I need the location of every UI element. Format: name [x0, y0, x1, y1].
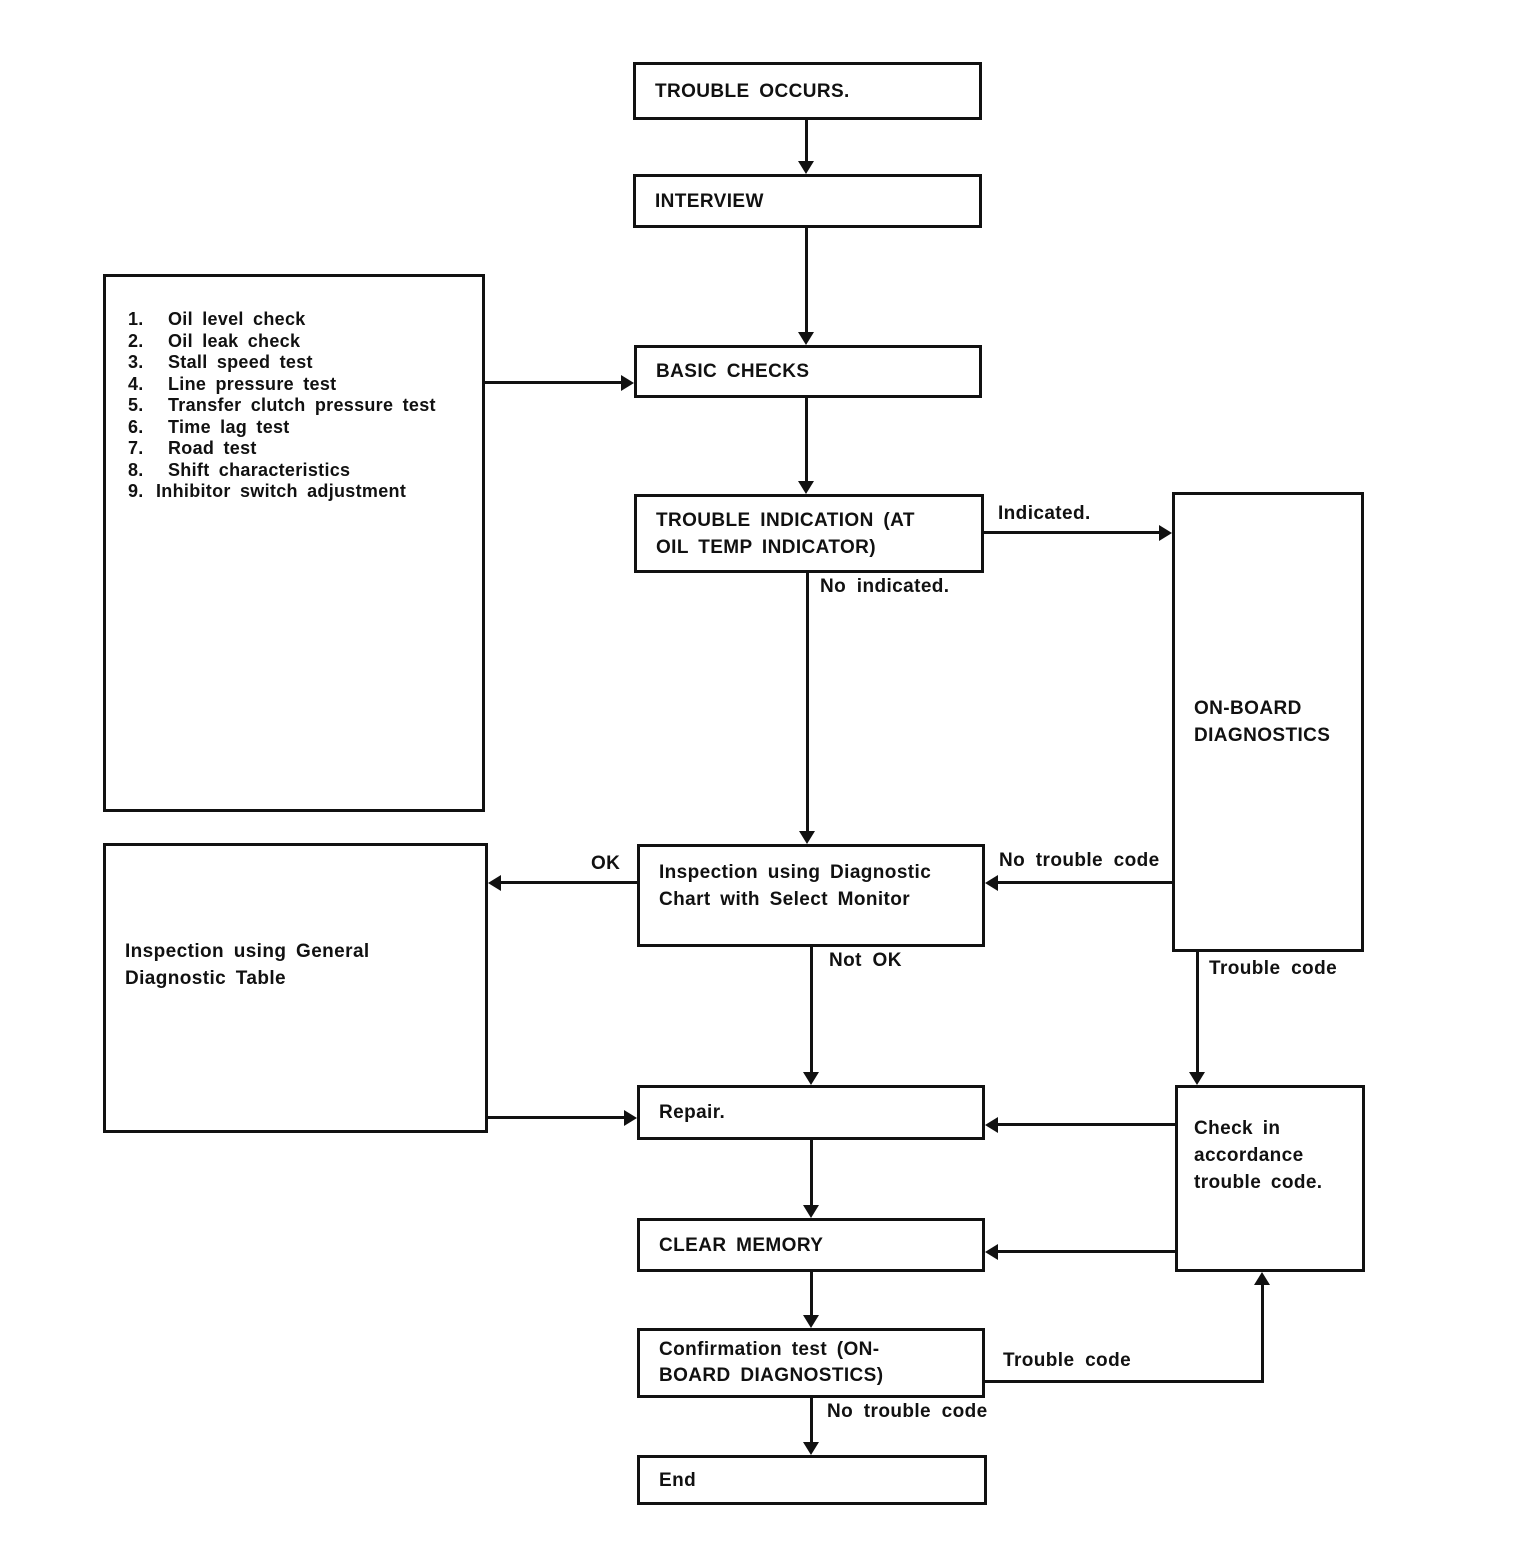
- node-repair: Repair.: [637, 1085, 985, 1140]
- edge-trouble-code-loop-v: [1261, 1283, 1264, 1383]
- arrow-down-icon: [798, 332, 814, 345]
- edge-not-ok: [810, 947, 813, 1074]
- edge-label-trouble-code-right: Trouble code: [1209, 958, 1338, 979]
- arrow-down-icon: [1189, 1072, 1205, 1085]
- node-confirmation-test: Confirmation test (ON-BOARD DIAGNOSTICS): [637, 1328, 985, 1398]
- arrow-down-icon: [803, 1072, 819, 1085]
- arrow-right-icon: [624, 1110, 637, 1126]
- edge-no-trouble-code-upper: [996, 881, 1172, 884]
- edge-label-indicated: Indicated.: [998, 503, 1091, 524]
- node-check-accordance-trouble-code: Check in accordance trouble code.: [1175, 1085, 1365, 1272]
- arrow-right-icon: [1159, 525, 1172, 541]
- edge-interview-to-basic-checks: [805, 228, 808, 334]
- node-onboard-diagnostics: ON-BOARD DIAGNOSTICS: [1172, 492, 1364, 952]
- list-item: 8. Shift characteristics: [128, 460, 474, 482]
- edge-general-to-repair: [488, 1116, 626, 1119]
- arrow-down-icon: [799, 831, 815, 844]
- list-item-label: Oil level check: [168, 309, 306, 329]
- list-item-number: 7.: [128, 438, 144, 458]
- list-item-number: 5.: [128, 395, 144, 415]
- node-inspection-general-table: Inspection using General Diagnostic Tabl…: [103, 843, 488, 1133]
- edge-indicated: [984, 531, 1162, 534]
- list-item-label: Oil leak check: [168, 330, 301, 351]
- node-basic-checks: BASIC CHECKS: [634, 345, 982, 398]
- edge-check-to-clear-memory: [996, 1250, 1175, 1253]
- list-item: 2. Oil leak check: [128, 331, 474, 353]
- node-clear-memory: CLEAR MEMORY: [637, 1218, 985, 1272]
- node-trouble-indication: TROUBLE INDICATION (AT OIL TEMP INDICATO…: [634, 494, 984, 573]
- arrow-down-icon: [803, 1442, 819, 1455]
- list-item-label: Stall speed test: [168, 352, 313, 372]
- edge-no-indicated: [806, 573, 809, 833]
- list-item: 9. Inhibitor switch adjustment: [128, 481, 474, 503]
- list-item-number: 6.: [128, 416, 144, 437]
- list-item-number: 1.: [128, 309, 144, 329]
- arrow-up-icon: [1254, 1272, 1270, 1285]
- list-item-number: 4.: [128, 373, 144, 394]
- list-item: 1. Oil level check: [128, 309, 474, 331]
- edge-repair-to-clear-memory: [810, 1140, 813, 1207]
- list-item-label: Shift characteristics: [168, 459, 351, 480]
- edge-label-ok: OK: [591, 853, 621, 874]
- arrow-left-icon: [985, 1244, 998, 1260]
- edge-check-to-repair: [996, 1123, 1175, 1126]
- list-item-label: Road test: [168, 438, 257, 458]
- edge-trouble-code-loop-h: [985, 1380, 1264, 1383]
- arrow-down-icon: [803, 1315, 819, 1328]
- node-inspection-select-monitor: Inspection using Diagnostic Chart with S…: [637, 844, 985, 947]
- list-item-label: Inhibitor switch adjustment: [156, 481, 407, 501]
- edge-list-to-basic-checks: [485, 381, 625, 384]
- arrow-left-icon: [488, 875, 501, 891]
- list-item-label: Line pressure test: [168, 373, 337, 394]
- node-end: End: [637, 1455, 987, 1505]
- node-basic-checks-list: 1. Oil level check 2. Oil leak check 3. …: [103, 274, 485, 812]
- list-item-number: 8.: [128, 459, 144, 480]
- list-item: 3. Stall speed test: [128, 352, 474, 374]
- list-item: 6. Time lag test: [128, 417, 474, 439]
- edge-label-not-ok: Not OK: [829, 950, 902, 971]
- edge-clear-to-confirmation: [810, 1272, 813, 1317]
- arrow-down-icon: [798, 481, 814, 494]
- list-item: 5. Transfer clutch pressure test: [128, 395, 474, 417]
- list-item-number: 3.: [128, 352, 144, 372]
- edge-label-no-trouble-code-lower: No trouble code: [827, 1401, 988, 1422]
- arrow-left-icon: [985, 875, 998, 891]
- node-trouble-occurs: TROUBLE OCCURS.: [633, 62, 982, 120]
- list-item-number: 9.: [128, 481, 144, 501]
- list-item: 7. Road test: [128, 438, 474, 460]
- edge-label-no-indicated: No indicated.: [820, 576, 950, 597]
- list-item-number: 2.: [128, 330, 144, 351]
- arrow-left-icon: [985, 1117, 998, 1133]
- arrow-down-icon: [798, 161, 814, 174]
- node-interview: INTERVIEW: [633, 174, 982, 228]
- list-item-label: Transfer clutch pressure test: [168, 395, 436, 415]
- edge-basic-checks-to-indication: [805, 398, 808, 483]
- edge-ok: [499, 881, 637, 884]
- list-item: 4. Line pressure test: [128, 374, 474, 396]
- edge-trouble-to-interview: [805, 120, 808, 164]
- edge-label-trouble-code-loop: Trouble code: [1003, 1350, 1132, 1371]
- edge-label-no-trouble-code-upper: No trouble code: [999, 850, 1160, 871]
- arrow-down-icon: [803, 1205, 819, 1218]
- arrow-right-icon: [621, 375, 634, 391]
- edge-no-trouble-code-lower: [810, 1398, 813, 1444]
- edge-trouble-code-right: [1196, 952, 1199, 1074]
- list-item-label: Time lag test: [168, 416, 290, 437]
